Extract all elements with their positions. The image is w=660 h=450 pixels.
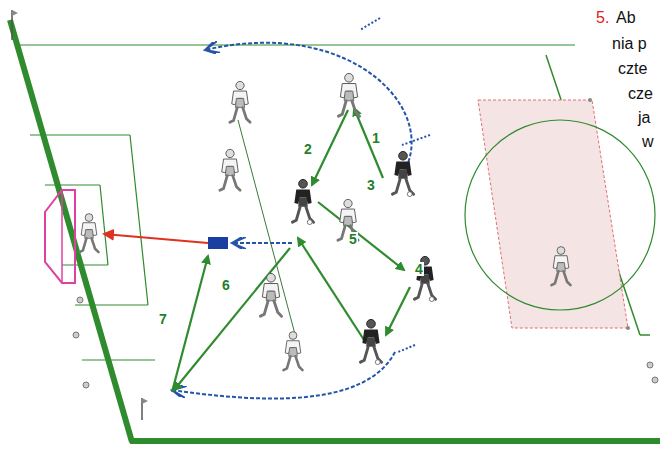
shot (104, 234, 228, 249)
callout-number: 5 (348, 232, 358, 246)
pitch-use (551, 247, 570, 286)
pitch-line (61, 190, 63, 283)
pitch-circle (652, 377, 658, 383)
pitch-polygon (478, 100, 628, 328)
pitch-line (45, 184, 100, 185)
callout-number: 6 (221, 278, 231, 292)
cut-text: czte (618, 61, 647, 77)
pitch-rect (208, 237, 228, 249)
pitch-use (79, 214, 98, 253)
pitch-line (640, 334, 650, 336)
cut-text: cze (628, 86, 653, 102)
exercise-number: 5. (596, 10, 609, 26)
pitch-line (15, 44, 575, 45)
pitch-path (205, 43, 412, 178)
pitch-circle (83, 382, 89, 388)
pitch-use (260, 273, 281, 316)
pitch-line (130, 135, 148, 305)
pitch-circle (77, 297, 83, 303)
pitch-use (283, 332, 302, 371)
pitch-line (386, 287, 410, 335)
goal (45, 190, 75, 283)
pitch-use (230, 81, 250, 122)
pitch-line (130, 438, 660, 444)
pitch-line (105, 410, 640, 411)
pitch-use (220, 149, 240, 190)
pitch-polygon (45, 190, 75, 283)
pitch-line (100, 185, 108, 265)
cut-text: ja (638, 110, 650, 126)
pitch-path (172, 352, 395, 399)
pitch-circle (626, 326, 630, 330)
callout-number: 4 (414, 262, 424, 276)
pitch-path (402, 135, 430, 145)
pitch-use (392, 151, 413, 196)
pitch-circle (73, 332, 79, 338)
cut-text: w (642, 134, 654, 150)
pitch-line (104, 234, 208, 243)
pitch-line (30, 134, 130, 135)
callout-number: 7 (158, 312, 168, 326)
pitch-circle (588, 98, 592, 102)
pitch-line (172, 256, 208, 392)
pitch-line (10, 20, 132, 442)
pitch-line (62, 264, 108, 265)
pitch-use (338, 73, 359, 116)
players (79, 73, 570, 370)
pitch-path (12, 10, 18, 16)
callout-number: 3 (366, 178, 376, 192)
cut-text: Ab (616, 10, 636, 26)
callout-number: 1 (371, 131, 381, 145)
pitch-line (354, 108, 383, 178)
pitch-line (312, 110, 348, 185)
pitch-circle (647, 362, 653, 368)
pitch-line (75, 304, 148, 305)
player-runs (172, 18, 430, 399)
cut-text: nia p (612, 36, 647, 52)
pass-arrows (172, 108, 410, 392)
pitch-line (298, 238, 366, 343)
pitch-line (318, 202, 404, 270)
pitch-use (360, 319, 381, 364)
pitch-lines (10, 20, 660, 442)
pitch-use (414, 256, 435, 301)
pitch-line (82, 359, 155, 360)
pitch-use (292, 179, 313, 224)
callout-number: 2 (303, 142, 313, 156)
pitch-path (398, 345, 415, 352)
corner-flags (12, 10, 658, 420)
centre-circle (465, 98, 655, 330)
pitch-path (142, 398, 148, 404)
pitch-line (44, 212, 46, 262)
pitch-path (232, 242, 292, 244)
pitch-circle (465, 120, 655, 310)
pitch-line (238, 120, 296, 338)
pitch-path (360, 18, 380, 30)
